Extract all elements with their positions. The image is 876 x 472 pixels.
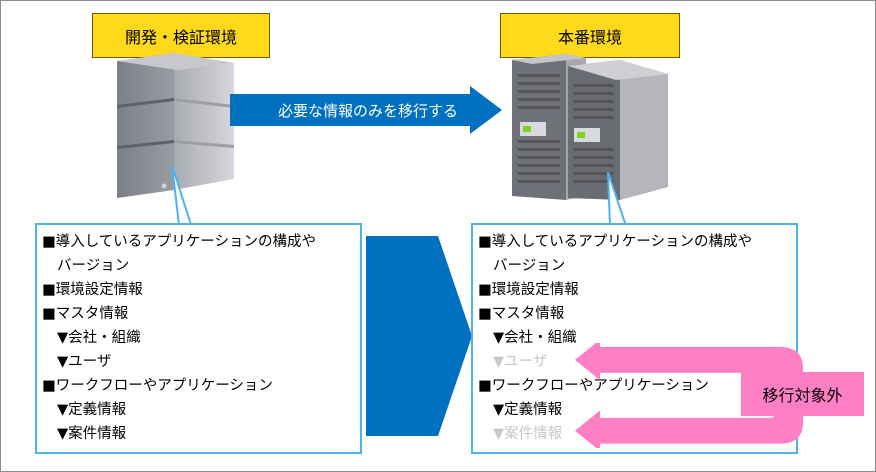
list-item: ▼会社・組織 bbox=[57, 330, 141, 346]
list-item: ▼会社・組織 bbox=[493, 330, 577, 346]
list-item: ■マスタ情報 bbox=[42, 306, 129, 322]
list-item: バージョン bbox=[493, 258, 566, 274]
prod-callout-tail bbox=[607, 172, 627, 227]
prod-server-icon bbox=[512, 54, 668, 200]
list-item-excluded: ▼案件情報 bbox=[493, 426, 563, 442]
prod-env-label: 本番環境 bbox=[500, 13, 680, 58]
list-item-excluded: ▼ユーザ bbox=[493, 354, 548, 370]
list-item: ▼ユーザ bbox=[57, 354, 112, 370]
migration-arrow-label: 必要な情報のみを移行する bbox=[277, 101, 458, 120]
list-item: ■導入しているアプリケーションの構成や bbox=[42, 234, 316, 250]
migration-arrow bbox=[230, 86, 502, 134]
list-item: バージョン bbox=[57, 258, 130, 274]
list-item: ■マスタ情報 bbox=[478, 306, 565, 322]
list-item: ▼定義情報 bbox=[57, 402, 127, 418]
list-item: ■環境設定情報 bbox=[42, 282, 143, 298]
dev-info-box: ■導入しているアプリケーションの構成や バージョン ■環境設定情報 ■マスタ情報… bbox=[35, 223, 362, 454]
dev-server-icon bbox=[117, 53, 234, 198]
list-item: ▼案件情報 bbox=[57, 426, 127, 442]
migration-chevron-arrow bbox=[366, 236, 472, 436]
dev-callout-tail bbox=[171, 165, 192, 226]
excluded-arrows bbox=[575, 343, 803, 448]
list-item: ■ワークフローやアプリケーション bbox=[478, 378, 709, 394]
list-item: ▼定義情報 bbox=[493, 402, 563, 418]
excluded-label: 移行対象外 bbox=[741, 372, 864, 416]
list-item: ■ワークフローやアプリケーション bbox=[42, 378, 273, 394]
list-item: ■環境設定情報 bbox=[478, 282, 579, 298]
dev-env-label: 開発・検証環境 bbox=[92, 13, 270, 58]
list-item: ■導入しているアプリケーションの構成や bbox=[478, 234, 752, 250]
